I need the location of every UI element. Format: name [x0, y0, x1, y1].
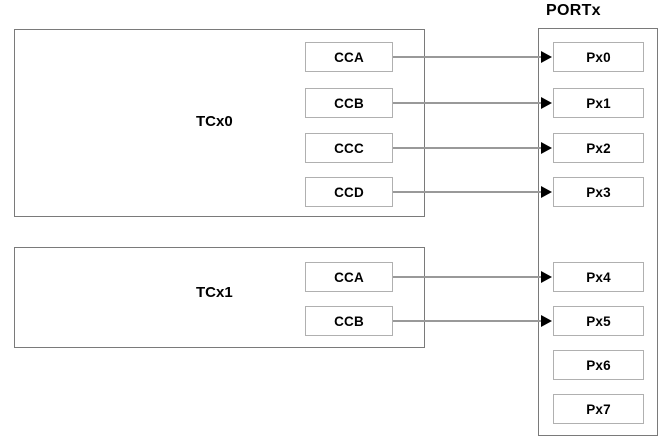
wire-tcx1-cca-to-px4: [393, 276, 542, 278]
wire-tcx0-ccc-to-px2: [393, 147, 542, 149]
cell-tcx1-cca[interactable]: CCA: [305, 262, 393, 292]
wire-tcx0-cca-to-px0: [393, 56, 542, 58]
cell-px3[interactable]: Px3: [553, 177, 644, 207]
cell-px2[interactable]: Px2: [553, 133, 644, 163]
cell-tcx0-ccc[interactable]: CCC: [305, 133, 393, 163]
cell-tcx1-ccb[interactable]: CCB: [305, 306, 393, 336]
arrowhead-px1: [541, 97, 552, 109]
cell-tcx0-ccb[interactable]: CCB: [305, 88, 393, 118]
block-tcx0-label: TCx0: [196, 113, 233, 130]
portx-title: PORTx: [546, 2, 601, 19]
cell-px6[interactable]: Px6: [553, 350, 644, 380]
cell-px4[interactable]: Px4: [553, 262, 644, 292]
arrowhead-px2: [541, 142, 552, 154]
arrowhead-px3: [541, 186, 552, 198]
cell-px1[interactable]: Px1: [553, 88, 644, 118]
wire-tcx0-ccb-to-px1: [393, 102, 542, 104]
cell-px7[interactable]: Px7: [553, 394, 644, 424]
cell-px0[interactable]: Px0: [553, 42, 644, 72]
arrowhead-px5: [541, 315, 552, 327]
wire-tcx0-ccd-to-px3: [393, 191, 542, 193]
wire-tcx1-ccb-to-px5: [393, 320, 542, 322]
arrowhead-px4: [541, 271, 552, 283]
block-tcx1-label: TCx1: [196, 284, 233, 301]
cell-tcx0-cca[interactable]: CCA: [305, 42, 393, 72]
arrowhead-px0: [541, 51, 552, 63]
cell-px5[interactable]: Px5: [553, 306, 644, 336]
cell-tcx0-ccd[interactable]: CCD: [305, 177, 393, 207]
